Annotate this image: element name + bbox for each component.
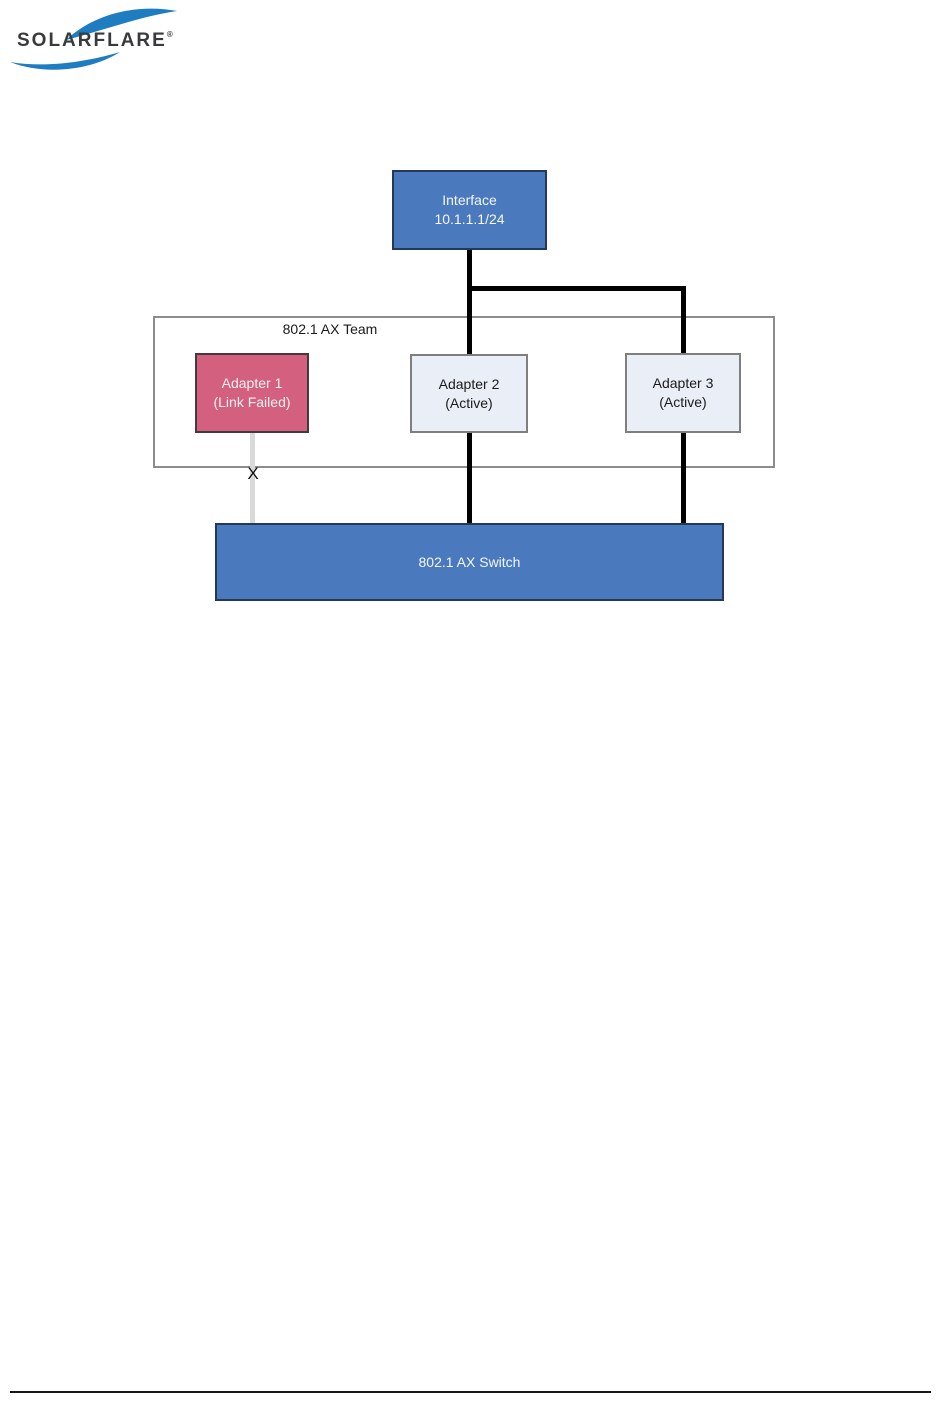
team-group-label: 802.1 AX Team xyxy=(282,321,378,337)
team-group-box xyxy=(153,316,775,468)
adapter1-node-link-failed: Adapter 1 (Link Failed) xyxy=(195,353,309,433)
failed-link-x-marker: X xyxy=(247,464,259,483)
adapter3-status: (Active) xyxy=(659,394,707,410)
link-branch-horizontal xyxy=(467,286,686,291)
logo-swoosh-graphic xyxy=(10,8,177,70)
adapter1-name: Adapter 1 xyxy=(221,375,283,391)
adapter2-status: (Active) xyxy=(445,394,493,411)
interface-node-address: 10.1.1.1/24 xyxy=(434,211,505,227)
adapter3-node-active: Adapter 3 (Active) xyxy=(625,353,741,433)
registered-trademark-symbol: ® xyxy=(166,30,173,39)
switch-node-label: 802.1 AX Switch xyxy=(418,553,521,570)
logo-text: SOLARFLARE xyxy=(17,30,167,51)
link-failed-adapter1-to-switch xyxy=(250,433,255,523)
adapter2-name: Adapter 2 xyxy=(438,375,500,392)
adapter2-node-active: Adapter 2 (Active) xyxy=(410,354,528,433)
interface-node: Interface 10.1.1.1/24 xyxy=(392,170,547,250)
interface-node-title: Interface xyxy=(442,192,497,208)
adapter3-name: Adapter 3 xyxy=(652,375,714,391)
logo-wordmark: SOLARFLARE® xyxy=(17,30,173,52)
logo-swoosh-bottom-icon xyxy=(10,52,120,70)
page-footer-rule xyxy=(10,1391,931,1393)
logo-swoosh-top-icon xyxy=(66,8,177,40)
switch-node: 802.1 AX Switch xyxy=(215,523,724,601)
solarflare-logo: SOLARFLARE® xyxy=(8,4,180,76)
adapter1-status: (Link Failed) xyxy=(213,394,291,410)
